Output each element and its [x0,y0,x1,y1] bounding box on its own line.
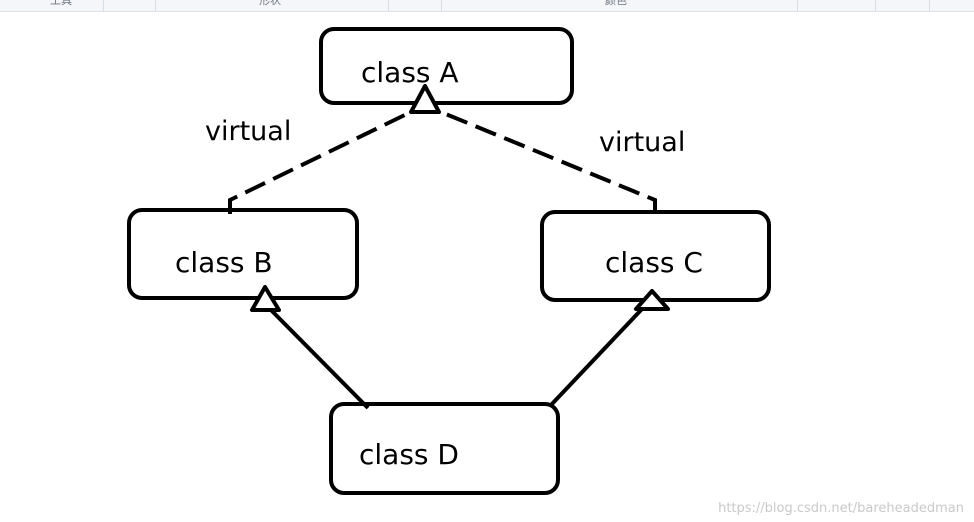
blog-watermark: https://blog.csdn.net/bareheadedman [718,501,964,516]
edge-b-to-a-virtual [228,108,416,214]
ribbon-divider-2 [389,0,442,11]
virtual-label-right: virtual [599,127,685,158]
ribbon-group-shapes[interactable]: 形状 [156,0,389,11]
paint-ribbon-strip: 工具 形状 颜色 [0,0,974,12]
ribbon-group-shapes-label: 形状 [259,0,281,7]
ribbon-divider-4 [876,0,930,11]
ribbon-group-tools-label: 工具 [50,0,72,7]
class-d-label: class D [359,438,459,471]
arrowhead-b [250,285,281,312]
class-c-label: class C [605,246,703,279]
ribbon-divider-1 [104,0,156,11]
edge-c-to-a-virtual [435,108,657,214]
class-a-label: class A [361,56,459,89]
class-b-label: class B [175,246,273,279]
ribbon-group-colors-label: 颜色 [605,0,627,7]
ribbon-group-colors[interactable]: 颜色 [442,0,798,11]
ribbon-group-tools[interactable]: 工具 [0,0,104,11]
virtual-label-left: virtual [205,116,291,147]
arrowhead-a [409,84,441,114]
arrowhead-c [634,289,670,311]
ribbon-divider-3 [798,0,876,11]
class-b-box [127,208,359,300]
edge-d-to-c [549,307,644,407]
edge-d-to-b [268,307,370,410]
class-a-box [319,27,574,105]
class-d-box [329,402,560,495]
